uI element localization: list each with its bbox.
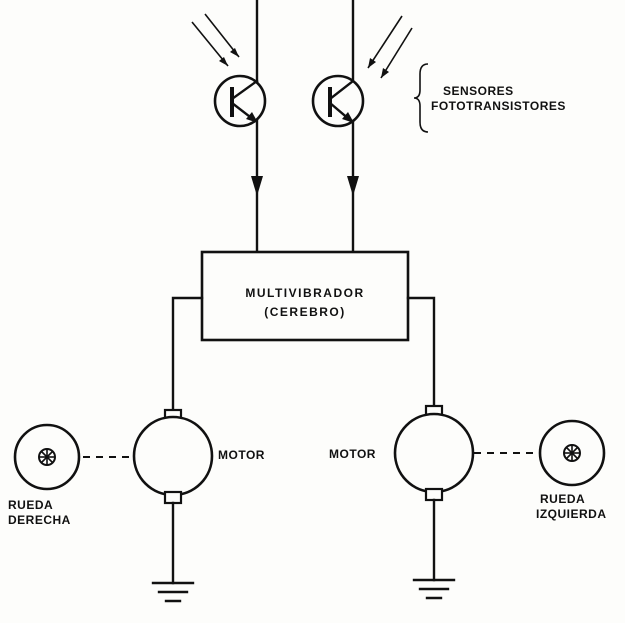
sensors-label-line2: FOTOTRANSISTORES: [431, 99, 566, 113]
wheel-left: [13, 423, 81, 491]
phototransistor-left: [213, 0, 267, 254]
wire-left-motor: [171, 296, 204, 412]
ground-left: [151, 581, 195, 603]
right-motor-label: MOTOR: [329, 447, 376, 461]
motor-left: [132, 408, 214, 585]
block-label-line2: (CEREBRO): [264, 305, 346, 319]
phototransistor-right: [311, 0, 365, 254]
multivibrator-block: [200, 250, 410, 342]
light-rays-right: [367, 15, 413, 79]
left-wheel-label-line2: DERECHA: [8, 513, 71, 527]
right-wheel-label-line1: RUEDA: [540, 492, 585, 506]
wire-right-motor: [406, 296, 436, 408]
light-rays-left: [191, 13, 240, 67]
ground-right: [412, 578, 456, 600]
left-motor-label: MOTOR: [218, 448, 265, 462]
sensors-brace: [413, 63, 429, 133]
right-wheel-label-line2: IZQUIERDA: [536, 507, 607, 521]
sensors-label-line1: SENSORES: [443, 84, 514, 98]
block-label-line1: MULTIVIBRADOR: [245, 286, 364, 300]
motor-right: [393, 404, 475, 582]
wheel-right: [538, 419, 606, 487]
left-wheel-label-line1: RUEDA: [8, 498, 53, 512]
